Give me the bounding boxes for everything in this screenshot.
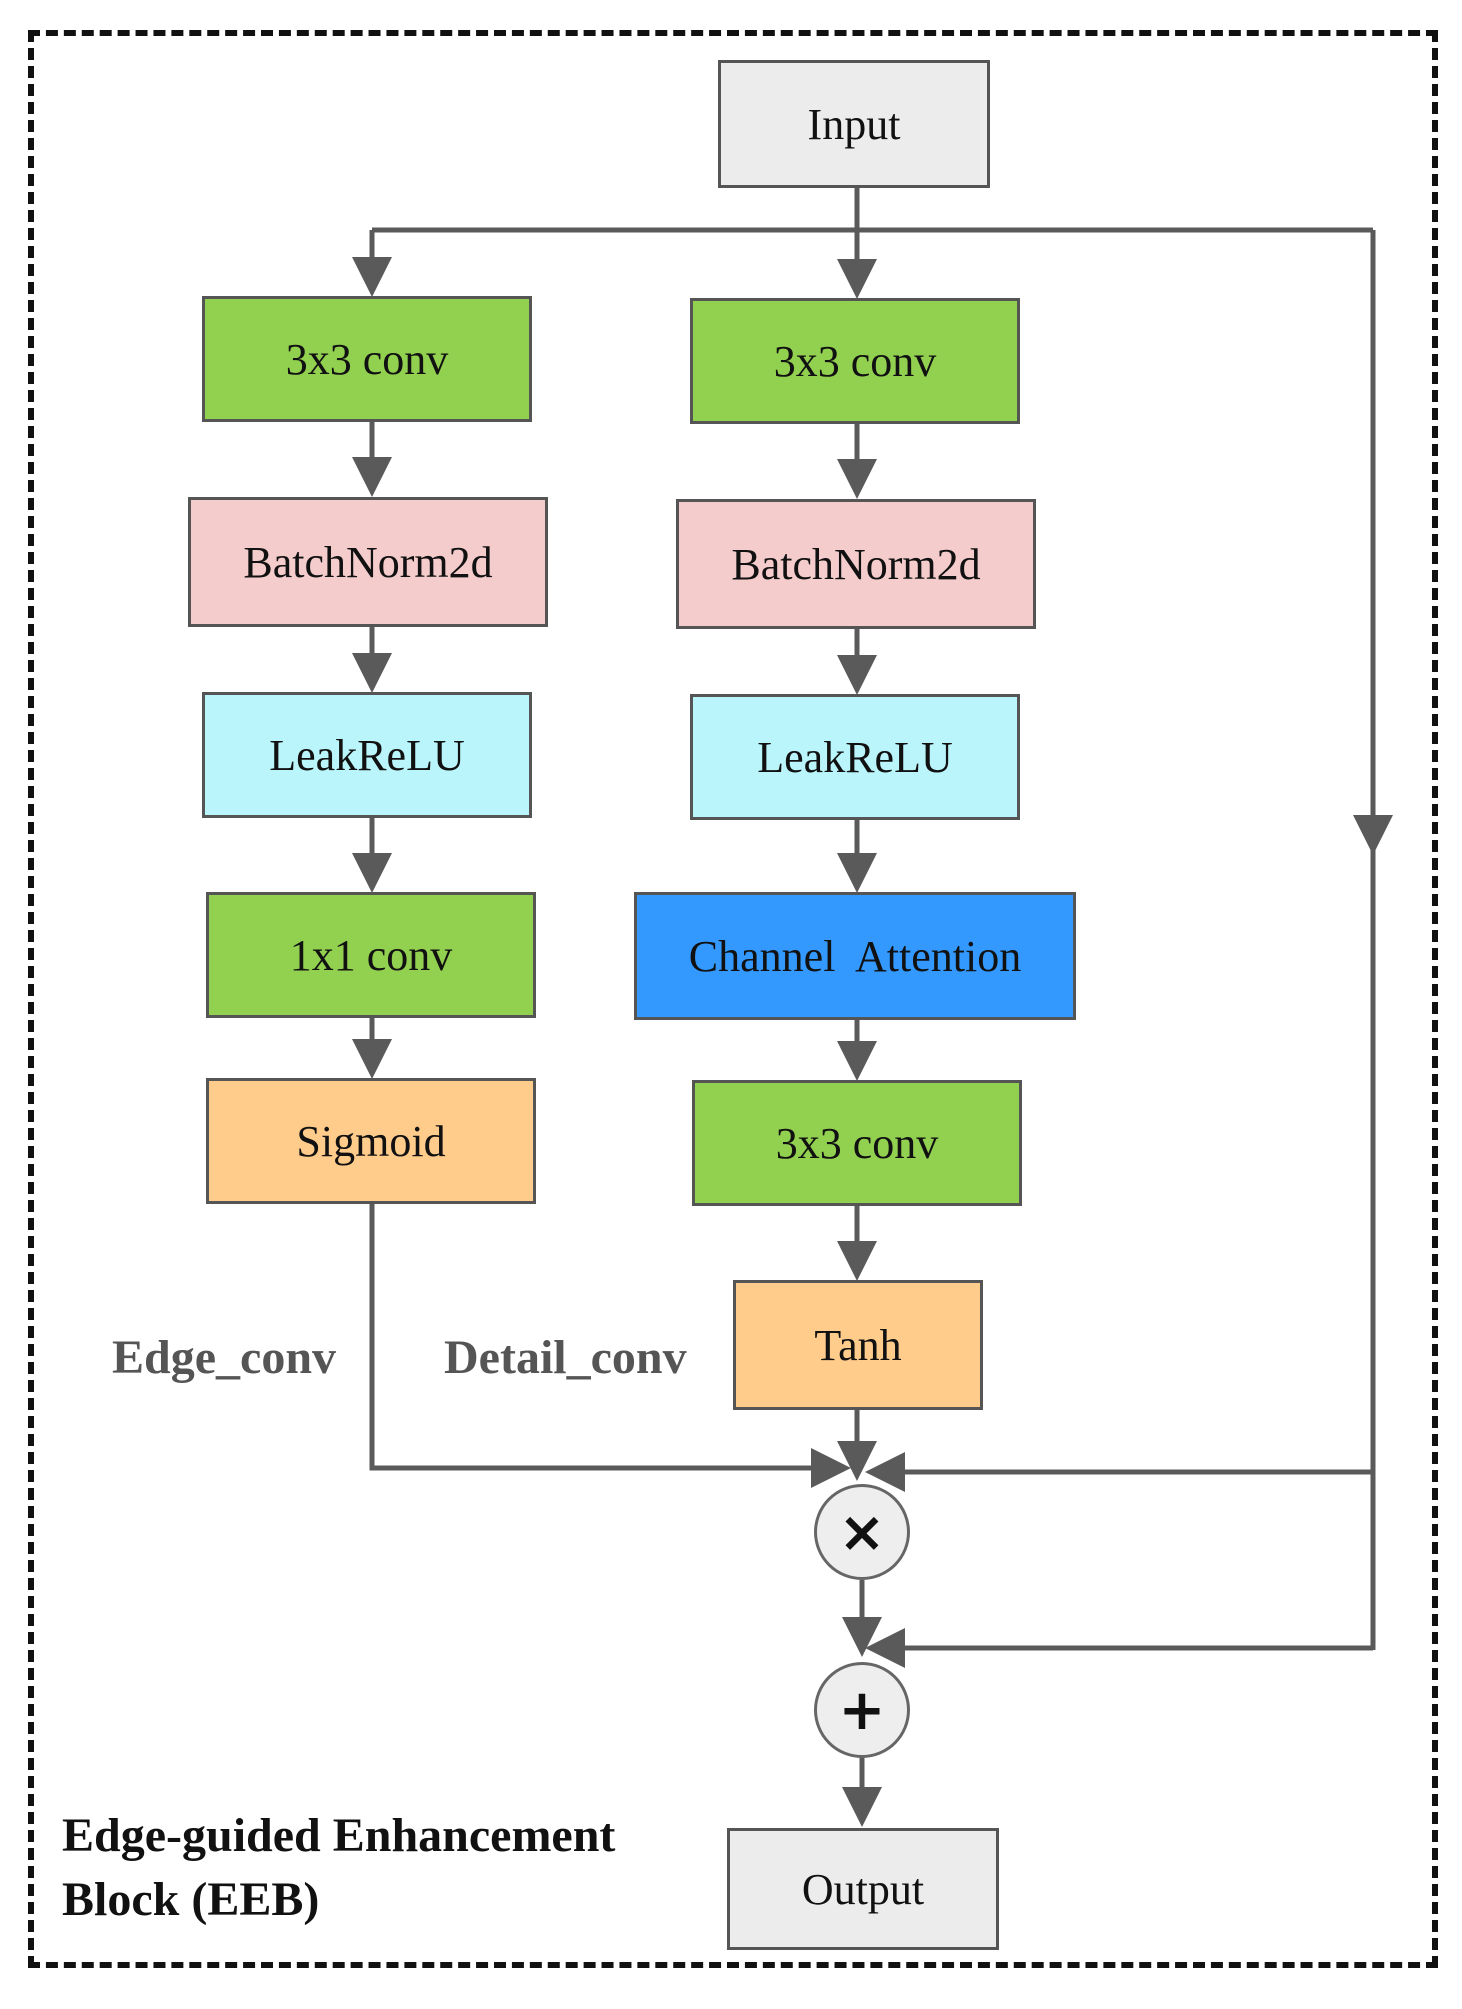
left-batchnorm-node: BatchNorm2d	[188, 497, 548, 627]
left-conv1x1-node: 1x1 conv	[206, 892, 536, 1018]
right-conv3x3-second-node: 3x3 conv	[692, 1080, 1022, 1206]
multiply-operator: ×	[814, 1484, 910, 1580]
left-leakrelu-node: LeakReLU	[202, 692, 532, 818]
eeb-block-frame	[28, 30, 1438, 1968]
caption-line-1: Edge-guided Enhancement	[62, 1809, 616, 1862]
edge-sigmoid-multiply	[369, 1204, 851, 1488]
left-conv3x3-node: 3x3 conv	[202, 296, 532, 422]
tanh-node: Tanh	[733, 1280, 983, 1410]
right-leakrelu-node: LeakReLU	[690, 694, 1020, 820]
block-caption: Edge-guided Enhancement Block (EEB)	[62, 1804, 615, 1932]
detail-conv-label: Detail_conv	[444, 1331, 687, 1384]
output-node: Output	[727, 1828, 999, 1950]
right-conv3x3-node: 3x3 conv	[690, 298, 1020, 424]
input-node: Input	[718, 60, 990, 188]
left-sigmoid-node: Sigmoid	[206, 1078, 536, 1204]
add-operator: +	[814, 1662, 910, 1758]
edge-conv-label: Edge_conv	[112, 1331, 337, 1384]
caption-line-2: Block (EEB)	[62, 1873, 320, 1926]
channel-attention-node: Channel Attention	[634, 892, 1076, 1020]
right-batchnorm-node: BatchNorm2d	[676, 499, 1036, 629]
